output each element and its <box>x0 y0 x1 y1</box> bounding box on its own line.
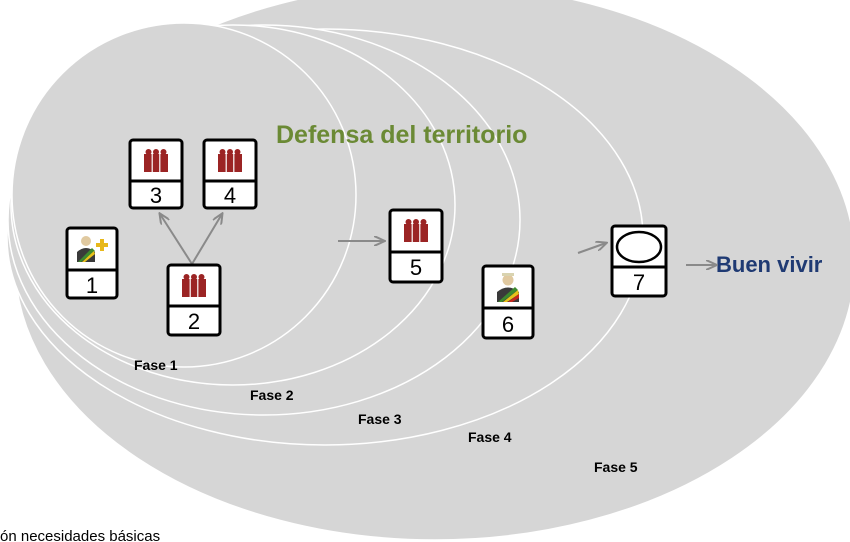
node-6: 6 <box>481 264 535 340</box>
goal-label: Buen vivir <box>716 252 823 277</box>
node-3-number: 3 <box>150 183 162 208</box>
phase-label-3: Fase 3 <box>358 411 402 427</box>
node-4-number: 4 <box>224 183 236 208</box>
node-2-number: 2 <box>188 309 200 334</box>
diagram-title: Defensa del territorio <box>276 121 527 149</box>
blank-oval-icon <box>615 230 663 264</box>
node-1: 1 <box>65 226 119 300</box>
node-4: 4 <box>202 138 258 210</box>
arrow-2-to-3 <box>160 214 193 265</box>
node-2: 2 <box>166 263 222 337</box>
community-group-icon <box>143 148 169 173</box>
official-with-sash-icon <box>497 273 519 302</box>
node-3: 3 <box>128 138 184 210</box>
node-5-number: 5 <box>410 255 422 280</box>
community-group-icon <box>403 218 429 243</box>
arrow-phase4-to-7 <box>577 243 606 254</box>
node-7: 7 <box>610 224 668 298</box>
node-5: 5 <box>388 208 444 284</box>
node-7-number: 7 <box>633 270 645 295</box>
official-with-plus-icon <box>77 236 108 262</box>
arrow-2-to-4 <box>191 214 222 265</box>
phase-label-2: Fase 2 <box>250 387 294 403</box>
phase-label-1: Fase 1 <box>134 357 178 373</box>
node-1-number: 1 <box>86 273 98 298</box>
community-group-icon <box>181 273 207 298</box>
phase-label-4: Fase 4 <box>468 429 512 445</box>
footnote-text: ón necesidades básicas <box>0 528 160 542</box>
node-6-number: 6 <box>502 312 514 337</box>
community-group-icon <box>217 148 243 173</box>
phase-label-5: Fase 5 <box>594 459 638 475</box>
